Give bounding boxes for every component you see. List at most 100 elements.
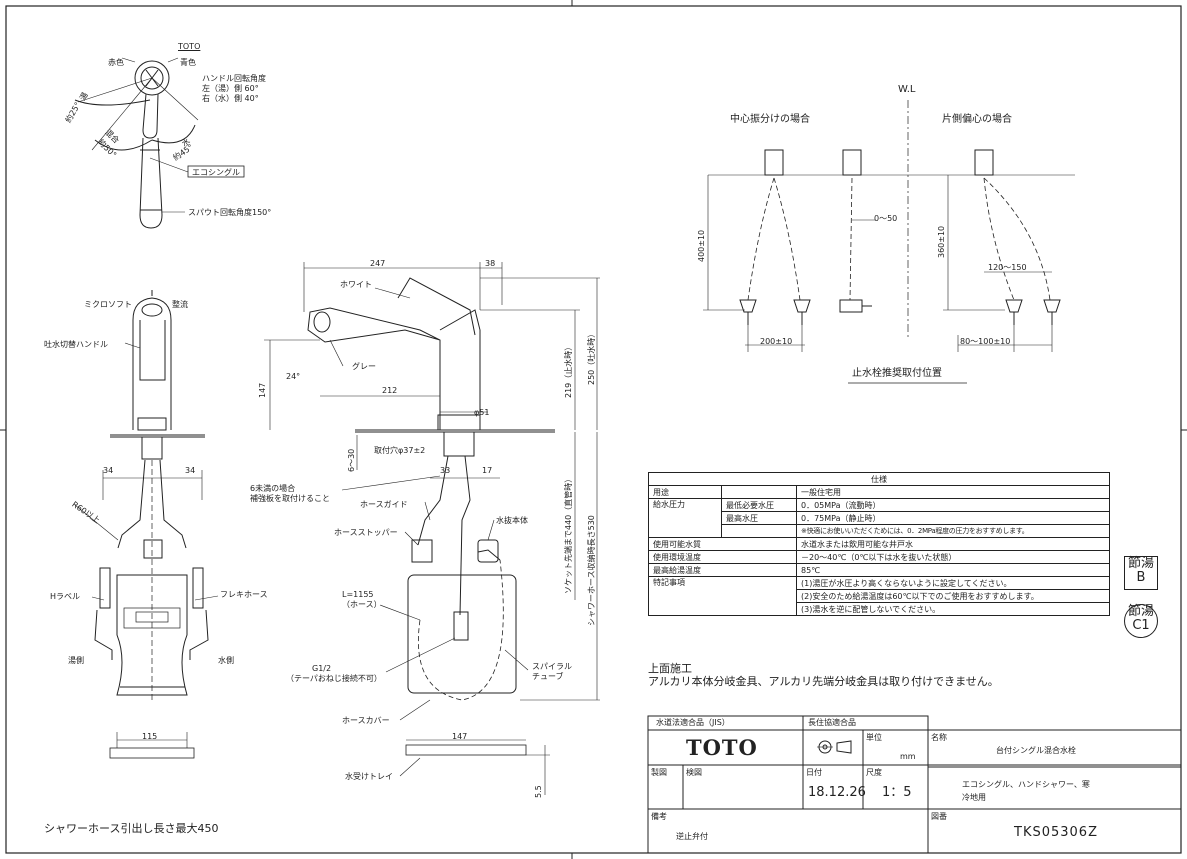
stamp-b-bottom: B [1136,570,1146,585]
dim-38: 38 [485,259,496,268]
straight-flow-label: 整流 [172,300,188,309]
wl-label: W.L [898,84,916,95]
side-view-drawing [264,262,600,795]
title-block-lines [647,715,1182,854]
valve-position-drawing [703,100,1075,384]
spec-cell: 給水圧力 [648,498,722,538]
taper-label: （テーパおねじ接続不可） [286,674,382,683]
jis-label: 水道法適合品（JIS） [656,718,730,727]
dim-34-left: 34 [103,466,114,475]
handle-angle-left: 左（湯）側 60° [202,84,259,93]
spec-row: 最高給湯温度 85℃ [648,563,1110,577]
name-label: 名称 [931,733,947,742]
water-saving-stamp-c1: 節湯 C1 [1124,604,1158,638]
spec-row: (3)湯水を逆に配管しないでください。 [649,602,1110,616]
description-line2: 冷地用 [962,793,986,802]
spec-cell: (3)湯水を逆に配管しないでください。 [796,602,1110,616]
spec-cell: 特記事項 [648,576,797,616]
dim-247: 247 [370,259,386,268]
alkali-note: アルカリ本体分岐金具、アルカリ先端分岐金具は取り付けできません。 [648,675,999,688]
dim-212: 212 [382,386,398,395]
socket-440: ソケット先端まで440（直管時） [564,474,573,594]
spec-cell: 用途 [648,485,722,499]
note-reinforce: 補強板を取付けること [250,494,330,503]
dim-219: 219（止水時） [564,342,573,398]
dim-6-30: 6〜30 [347,448,356,472]
dim-34-right: 34 [185,466,196,475]
spec-cell: ※快適にお使いいただくためには、0．2MPa程度の圧力をおすすめします。 [796,524,1110,538]
date-value: 18.12.26 [808,785,866,800]
spec-cell: 使用可能水質 [648,537,797,551]
spec-title: 仕様 [648,472,1110,486]
valve-caption: 止水栓推奨取付位置 [852,368,942,379]
dim-360: 360±10 [937,225,946,258]
spec-cell: －20〜40℃（0℃以下は水を抜いた状態） [796,550,1110,564]
hose-530: シャワーホース収納時長さ530 [587,515,596,626]
micro-soft-label: ミクロソフト [84,300,132,309]
spec-cell: 一般住宅用 [796,485,1110,499]
spec-cell: 0．05MPa（流動時） [796,498,1110,512]
remarks-label: 備考 [651,812,667,821]
description-line1: エコシングル、ハンドシャワー、寒 [962,780,1090,789]
stamp-b-top: 節湯 [1127,556,1154,571]
spout-rotation-label: スパウト回転角度150° [188,208,272,217]
dim-200: 200±10 [760,337,793,346]
cold-side-label: 水側 [218,656,234,665]
side-type-title: 片側偏心の場合 [942,114,1012,125]
hot-side-label: 湯側 [68,656,84,665]
spec-cell [721,485,797,499]
spec-cell: 使用環境温度 [648,550,797,564]
drawing-no-label: 図番 [931,812,947,821]
dim-0-50: 0〜50 [874,214,898,223]
front-view-drawing [74,290,219,759]
center-type-title: 中心振分けの場合 [730,114,810,125]
scale-label: 尺度 [866,768,882,777]
handle-angle-right: 右（水）側 40° [202,94,259,103]
eco-single-label: エコシングル [192,168,240,177]
dim-147-vertical: 147 [258,382,267,398]
dim-80-100: 80〜100±10 [960,337,1011,346]
spec-table: 仕様 用途 一般住宅用 給水圧力 最低必要水圧 0．05MPa（流動時） 最高水… [648,472,1110,616]
water-body-label: 水抜本体 [496,516,528,525]
top-view-drawing [74,57,245,229]
spec-row: 使用環境温度 －20〜40℃（0℃以下は水を抜いた状態） [648,550,1110,564]
white-label: ホワイト [340,280,372,289]
shower-pull-note: シャワーホース引出し長さ最大450 [44,822,219,835]
blue-label: 青色 [180,58,196,67]
remarks-value: 逆止弁付 [676,832,708,841]
top-install-note: 上面施工 [648,662,692,675]
spec-cell: 最低必要水圧 [721,498,797,512]
spec-row: 給水圧力 最低必要水圧 0．05MPa（流動時） [648,498,1110,538]
stamp-c1-bottom: C1 [1132,618,1150,633]
stamp-c1-top: 節湯 [1127,604,1154,619]
handle-angle-title: ハンドル回転角度 [202,74,266,83]
spiral-label: スパイラル [532,662,572,671]
unit-value: mm [900,752,916,761]
mount-hole-label: 取付穴φ37±2 [374,446,426,455]
spec-cell: (1)湯圧が水圧より高くならないように設定してください。 [796,576,1110,590]
tube-label: チューブ [532,672,564,681]
dim-17: 17 [482,466,493,475]
spec-row: 使用可能水質 水道水または飲用可能な井戸水 [648,537,1110,551]
g12-label: G1/2 [312,664,332,673]
dim-115: 115 [142,732,158,741]
spec-row: 用途 一般住宅用 [648,485,1110,499]
dim-33: 33 [440,466,451,475]
switch-handle-label: 吐水切替ハンドル [44,340,108,349]
dim-51: φ51 [474,408,490,417]
dim-5-5: 5.5 [534,785,543,798]
drawing-number: TKS05306Z [1014,825,1098,840]
h-label: Hラベル [50,592,81,601]
checked-label: 検図 [686,768,702,777]
hose-guide-label: ホースガイド [360,500,408,509]
hose-paren-label: （ホース） [342,600,382,609]
dim-147b: 147 [452,732,468,741]
dim-250: 250（吐水時） [587,329,596,385]
spec-cell: 0．75MPa（静止時） [796,511,1110,525]
spec-row: 特記事項 (1)湯圧が水圧より高くならないように設定してください。 [648,576,1110,616]
dim-400: 400±10 [697,229,706,262]
flex-hose-label: フレキホース [220,590,268,599]
gray-label: グレー [352,362,376,371]
red-label: 赤色 [108,58,124,67]
